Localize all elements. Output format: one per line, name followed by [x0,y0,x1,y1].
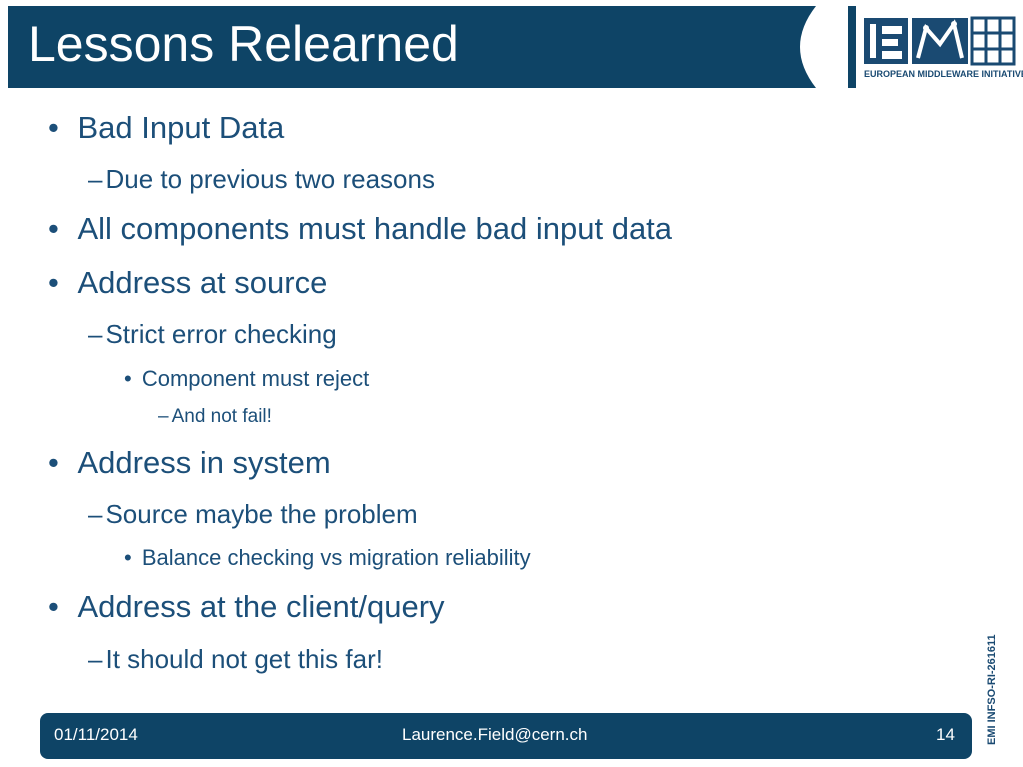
title-bar [8,6,856,88]
bullet-item: –It should not get this far! [88,644,383,675]
bullet-marker: – [158,406,169,427]
bullet-item: • Address in system [48,445,331,481]
bullet-text: All components must handle bad input dat… [77,211,673,246]
bullet-marker: • [48,110,59,145]
footer-date: 01/11/2014 [54,725,138,744]
bullet-text: Address at the client/query [77,589,445,624]
bullet-marker: – [88,164,103,194]
bullet-item: –Due to previous two reasons [88,164,435,195]
emi-logo: EUROPEAN MIDDLEWARE INITIATIVE [830,6,1023,88]
bullet-item: • Address at the client/query [48,589,445,625]
bullet-item: • All components must handle bad input d… [48,211,672,247]
bullet-list: • Bad Input Data –Due to previous two re… [48,110,672,675]
bullet-marker: – [88,499,103,529]
bullet-marker: • [48,445,59,480]
bullet-marker: • [124,545,132,570]
bullet-text: Strict error checking [105,319,337,349]
bullet-text: Bad Input Data [77,110,285,145]
bullet-item: • Address at source [48,265,327,301]
bullet-item: –And not fail! [158,406,272,428]
bullet-marker: – [88,319,103,349]
title-bar-curve [800,6,848,88]
bullet-item: • Component must reject [124,366,369,392]
footer-page-number: 14 [936,725,955,744]
slide-title: Lessons Relearned [28,16,459,72]
bullet-text: Component must reject [141,366,370,391]
logo-caption: EUROPEAN MIDDLEWARE INITIATIVE [864,69,1023,79]
bullet-marker: • [48,211,59,246]
bullet-text: Due to previous two reasons [105,164,435,194]
bullet-text: Address at source [77,265,328,300]
footer-bar: 01/11/2014 Laurence.Field@cern.ch 14 [40,713,972,759]
bullet-item: • Bad Input Data [48,110,284,146]
bullet-marker: – [88,644,103,674]
bullet-item: –Source maybe the problem [88,499,418,530]
bullet-item: –Strict error checking [88,319,337,350]
bullet-text: And not fail! [171,406,272,427]
emi-logo-icon [864,16,1016,66]
footer-author: Laurence.Field@cern.ch [402,725,588,744]
bullet-item: • Balance checking vs migration reliabil… [124,545,531,571]
bullet-text: It should not get this far! [105,644,383,674]
bullet-marker: • [48,265,59,300]
bullet-marker: • [124,366,132,391]
bullet-text: Source maybe the problem [105,499,418,529]
bullet-marker: • [48,589,59,624]
side-reference: EMI INFSO-RI-261611 [986,634,998,745]
bullet-text: Address in system [77,445,331,480]
bullet-text: Balance checking vs migration reliabilit… [141,545,531,570]
